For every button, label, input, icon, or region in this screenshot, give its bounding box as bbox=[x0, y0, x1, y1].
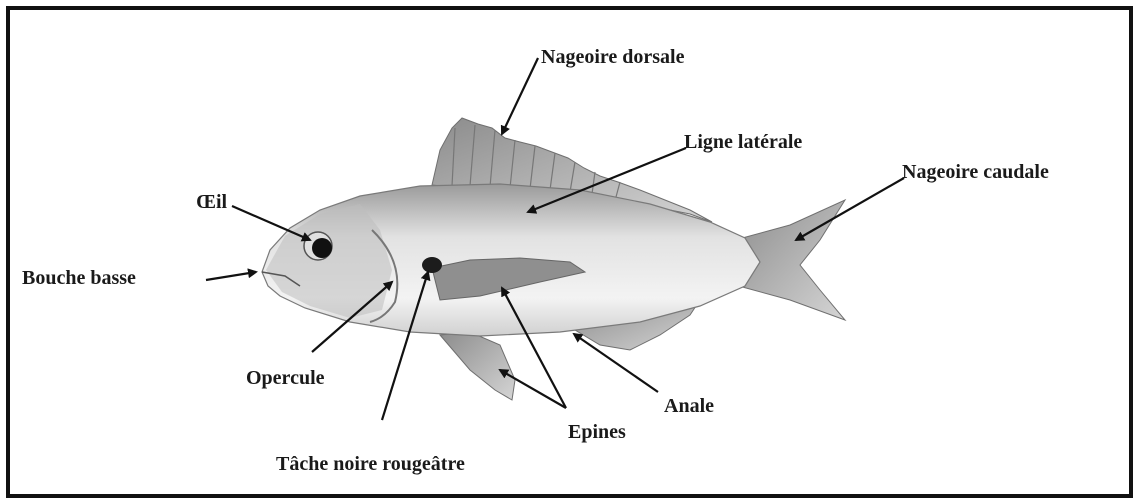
label-low-mouth: Bouche basse bbox=[22, 267, 136, 289]
fish-illustration bbox=[262, 118, 845, 400]
label-operculum: Opercule bbox=[246, 367, 325, 389]
label-spines: Epines bbox=[568, 421, 626, 443]
label-caudal-fin: Nageoire caudale bbox=[902, 161, 1049, 183]
label-dorsal-fin: Nageoire dorsale bbox=[541, 46, 685, 68]
label-lateral-line: Ligne latérale bbox=[684, 131, 802, 153]
arrow-caudal-fin bbox=[796, 178, 904, 240]
dark-spot-shape bbox=[422, 257, 442, 273]
label-eye: Œil bbox=[196, 191, 228, 213]
pelvic-fin-shape bbox=[440, 332, 515, 400]
label-anal: Anale bbox=[664, 395, 714, 417]
arrow-dorsal-fin bbox=[502, 58, 538, 134]
arrow-low-mouth bbox=[206, 272, 256, 280]
label-dark-spot: Tâche noire rougeâtre bbox=[276, 453, 465, 475]
